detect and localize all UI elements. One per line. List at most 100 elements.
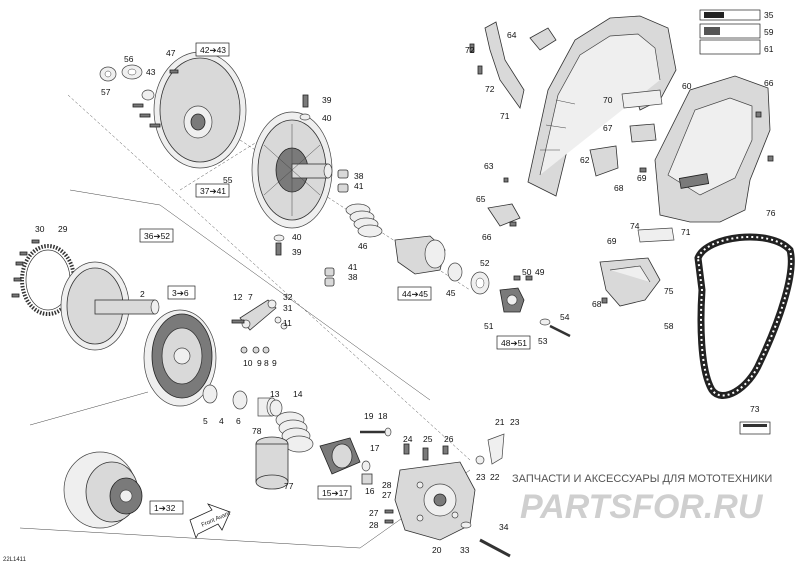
washer-57: [99, 66, 117, 82]
decal-stack: [699, 9, 761, 55]
callout-41: 41: [354, 181, 364, 191]
callout-21: 21: [495, 417, 505, 427]
callout-28-upper: 28: [382, 480, 392, 490]
rollers-38-41: [324, 169, 349, 287]
bracket-74: [637, 227, 675, 243]
bolt-39-top: [299, 94, 311, 121]
callout-64: 64: [507, 30, 517, 40]
callout-5: 5: [203, 416, 208, 426]
callout-49: 49: [535, 267, 545, 277]
callout-9a: 9: [257, 358, 262, 368]
diagram-code: 22L1411: [3, 557, 27, 563]
callout-57: 57: [101, 87, 111, 97]
callout-76: 76: [766, 208, 776, 218]
callout-20: 20: [432, 545, 442, 555]
callout-51: 51: [484, 321, 494, 331]
callout-71b: 71: [681, 227, 691, 237]
callout-61: 61: [764, 44, 774, 54]
callout-25: 25: [423, 434, 433, 444]
bracket-71-72: [469, 21, 525, 109]
callout-22: 22: [490, 472, 500, 482]
drive-belt-58: [694, 233, 795, 399]
bearing-52: [470, 271, 490, 295]
boxed-callout-1-32: 1➔32: [154, 503, 176, 513]
washer-43: [141, 89, 155, 101]
spacers-4-6-13: [202, 384, 283, 417]
callout-27-lower: 27: [369, 508, 379, 518]
boxed-callout-42-43: 42➔43: [200, 45, 226, 55]
callout-59: 59: [764, 27, 774, 37]
callout-labels: 47 56 43 57 39 40 38 41 40 39 41 38 55 3…: [35, 10, 776, 555]
callout-60: 60: [682, 81, 692, 91]
spring-46: [345, 203, 383, 238]
callout-73: 73: [750, 404, 760, 414]
pins-18-19: [360, 427, 392, 437]
callout-55: 55: [223, 175, 233, 185]
callout-40: 40: [322, 113, 332, 123]
callout-68a: 68: [614, 183, 624, 193]
callout-78: 78: [252, 426, 262, 436]
boxed-callout-3-6: 3➔6: [172, 288, 189, 298]
callout-29: 29: [58, 224, 68, 234]
callout-23a: 23: [510, 417, 520, 427]
callout-34: 34: [499, 522, 509, 532]
front-arrow: Front Avant: [189, 503, 231, 540]
callout-18: 18: [378, 411, 388, 421]
movable-sheave: [143, 309, 217, 407]
guard-76: [654, 75, 771, 223]
bracket-64: [529, 27, 557, 51]
callout-58: 58: [664, 321, 674, 331]
callout-70: 70: [603, 95, 613, 105]
callout-41-lower: 41: [348, 262, 358, 272]
callout-8: 8: [264, 358, 269, 368]
callout-39-lower: 39: [292, 247, 302, 257]
callout-6: 6: [236, 416, 241, 426]
fixed-sheave-2: [60, 261, 160, 351]
bolts-30: [11, 239, 40, 298]
callout-40-lower: 40: [292, 232, 302, 242]
belt-label-73: [739, 421, 771, 435]
callout-38: 38: [354, 171, 364, 181]
callout-31: 31: [283, 303, 293, 313]
callout-66b: 66: [482, 232, 492, 242]
callout-56: 56: [124, 54, 134, 64]
callout-2: 2: [140, 289, 145, 299]
callout-77: 77: [284, 481, 294, 491]
callout-66a: 66: [764, 78, 774, 88]
callout-75: 75: [664, 286, 674, 296]
callout-27-upper: 27: [382, 490, 392, 500]
callout-7: 7: [248, 292, 253, 302]
callout-45: 45: [446, 288, 456, 298]
callout-17: 17: [370, 443, 380, 453]
bolt-53-54: [539, 318, 571, 338]
callout-26: 26: [444, 434, 454, 444]
callout-39: 39: [322, 95, 332, 105]
callout-69b: 69: [607, 236, 617, 246]
small-brackets: [487, 89, 774, 227]
callout-69a: 69: [637, 173, 647, 183]
callout-72a: 72: [465, 45, 475, 55]
callout-43: 43: [146, 67, 156, 77]
boxed-callout-48-51: 48➔51: [501, 338, 527, 348]
callout-47: 47: [166, 48, 176, 58]
guard-75: [599, 257, 661, 307]
callout-35: 35: [764, 10, 774, 20]
callout-32-lever: 32: [283, 292, 293, 302]
bolt-33-34: [460, 521, 511, 558]
callout-23b: 23: [476, 472, 486, 482]
clutch-housing-20: [394, 461, 476, 541]
lever-assembly: [231, 299, 288, 354]
callout-62: 62: [580, 155, 590, 165]
screws-group: [132, 69, 179, 128]
callout-72b: 72: [485, 84, 495, 94]
callout-13: 13: [270, 389, 280, 399]
spider-sheave: [251, 111, 333, 229]
spring-14: [275, 411, 314, 453]
callout-74: 74: [630, 221, 640, 231]
boxed-callouts: 42➔43 37➔41 36➔52 3➔6 44➔45 48➔51 15➔17 …: [139, 42, 531, 515]
hub-15-17: [319, 437, 373, 485]
small-parts-21-28: [384, 433, 505, 524]
callout-4: 4: [219, 416, 224, 426]
sleeve-77: [255, 436, 289, 490]
callout-68b: 68: [592, 299, 602, 309]
